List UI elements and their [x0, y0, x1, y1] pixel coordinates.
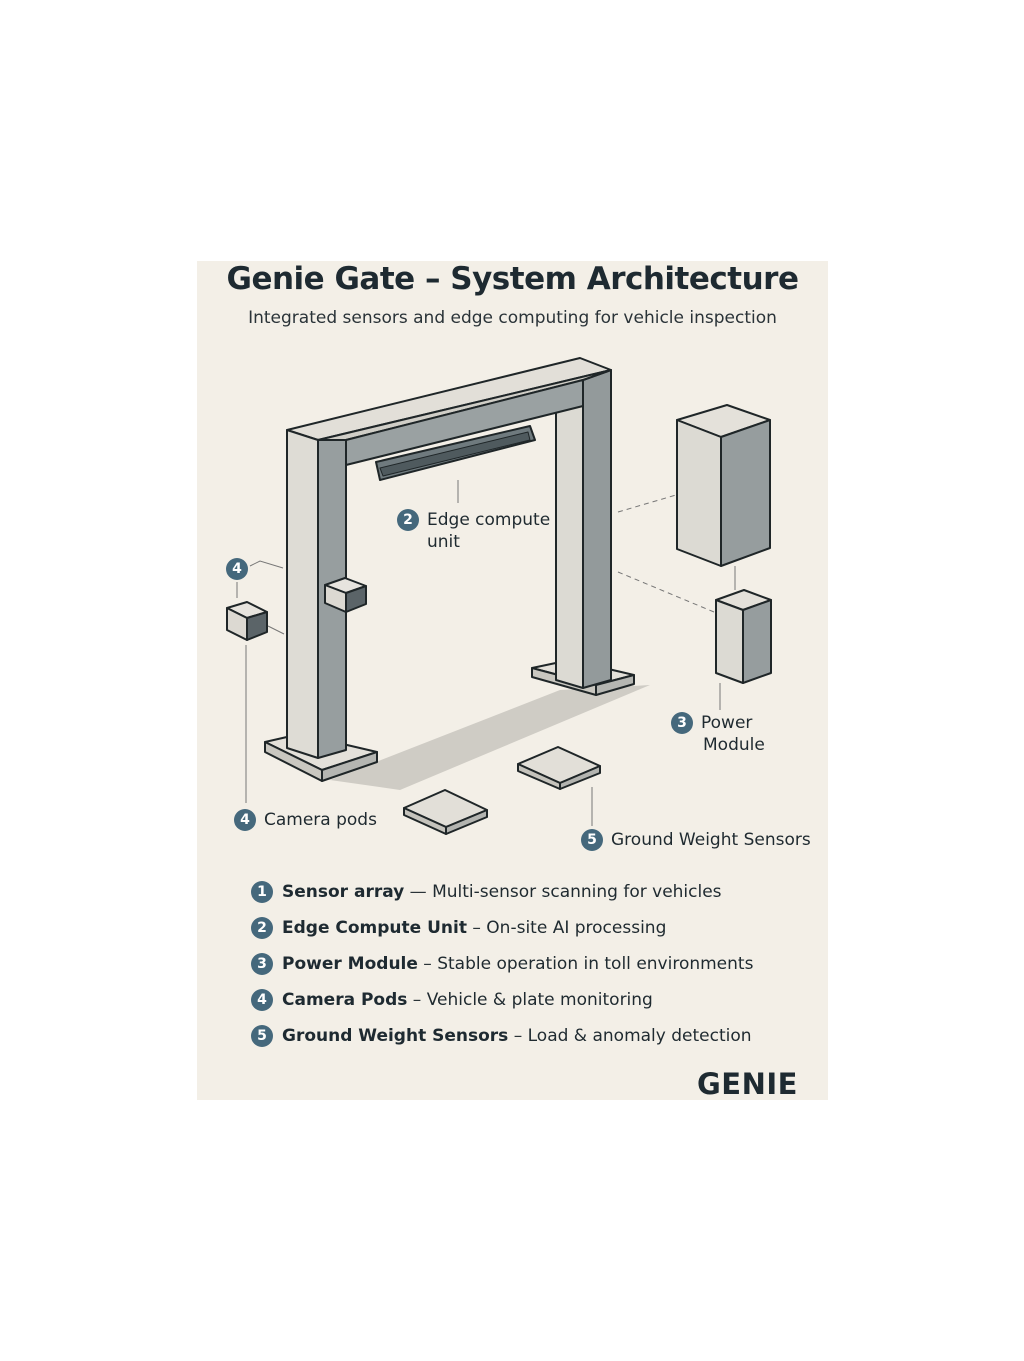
legend-desc: Stable operation in toll environments: [437, 954, 754, 974]
camera-pod-floating: [226, 601, 268, 641]
legend-separator: —: [404, 882, 433, 902]
number-badge: 2: [397, 509, 419, 531]
legend-desc: On-site AI processing: [486, 918, 667, 938]
architecture-panel: Genie Gate – System Architecture Integra…: [197, 261, 828, 1101]
gate-illustration: [226, 357, 772, 835]
callout-ground-sensors: 5 Ground Weight Sensors: [581, 829, 811, 851]
callout-power-module: 3 Power Module: [671, 712, 765, 756]
legend-item: 3 Power Module – Stable operation in toll…: [251, 953, 753, 989]
power-module-box: [715, 589, 772, 684]
callout-label: Power: [701, 713, 753, 733]
callout-label: Camera pods: [264, 810, 377, 830]
number-badge: 4: [234, 809, 256, 831]
left-pillar: [286, 429, 347, 759]
callout-camera-top: 4: [226, 558, 256, 580]
legend-item: 2 Edge Compute Unit – On-site AI processi…: [251, 917, 753, 953]
legend-desc: Multi-sensor scanning for vehicles: [432, 882, 722, 902]
number-badge: 1: [251, 881, 273, 903]
weight-sensor-pad: [403, 789, 488, 835]
legend: 1 Sensor array — Multi-sensor scanning fo…: [251, 881, 753, 1061]
leader-lines: [236, 494, 736, 826]
number-badge: 2: [251, 917, 273, 939]
edge-compute-unit: [375, 425, 536, 503]
weight-sensor-pad: [517, 746, 601, 790]
callout-edge-compute: 2 Edge compute unit: [397, 509, 550, 553]
legend-separator: –: [417, 954, 438, 974]
legend-separator: –: [466, 918, 487, 938]
gate-shadow: [330, 685, 650, 790]
right-pillar: [555, 369, 612, 689]
legend-name: Power Module: [282, 954, 418, 974]
genie-logo: GENIE: [697, 1067, 798, 1101]
legend-name: Ground Weight Sensors: [282, 1026, 509, 1046]
page-subtitle: Integrated sensors and edge computing fo…: [248, 308, 777, 328]
number-badge: 4: [251, 989, 273, 1011]
callout-camera-pods: 4 Camera pods: [234, 809, 377, 831]
legend-desc: Vehicle & plate monitoring: [426, 990, 653, 1010]
number-badge: 5: [251, 1025, 273, 1047]
callout-label: Module: [703, 735, 765, 755]
power-cabinet: [676, 404, 771, 567]
number-badge: 4: [226, 558, 248, 580]
legend-name: Camera Pods: [282, 990, 408, 1010]
legend-separator: –: [508, 1026, 528, 1046]
camera-pod-pillar: [324, 577, 367, 613]
legend-name: Edge Compute Unit: [282, 918, 467, 938]
legend-item: 4 Camera Pods – Vehicle & plate monitorin…: [251, 989, 753, 1025]
page-title: Genie Gate – System Architecture: [226, 261, 799, 297]
number-badge: 5: [581, 829, 603, 851]
number-badge: 3: [671, 712, 693, 734]
legend-item: 1 Sensor array — Multi-sensor scanning fo…: [251, 881, 753, 917]
callout-label: unit: [427, 532, 460, 552]
number-badge: 3: [251, 953, 273, 975]
legend-desc: Load & anomaly detection: [527, 1026, 752, 1046]
callout-label: Edge compute: [427, 510, 551, 530]
legend-item: 5 Ground Weight Sensors – Load & anomaly …: [251, 1025, 753, 1061]
callout-label: Ground Weight Sensors: [611, 830, 811, 850]
legend-name: Sensor array: [282, 882, 405, 902]
legend-separator: –: [407, 990, 427, 1010]
